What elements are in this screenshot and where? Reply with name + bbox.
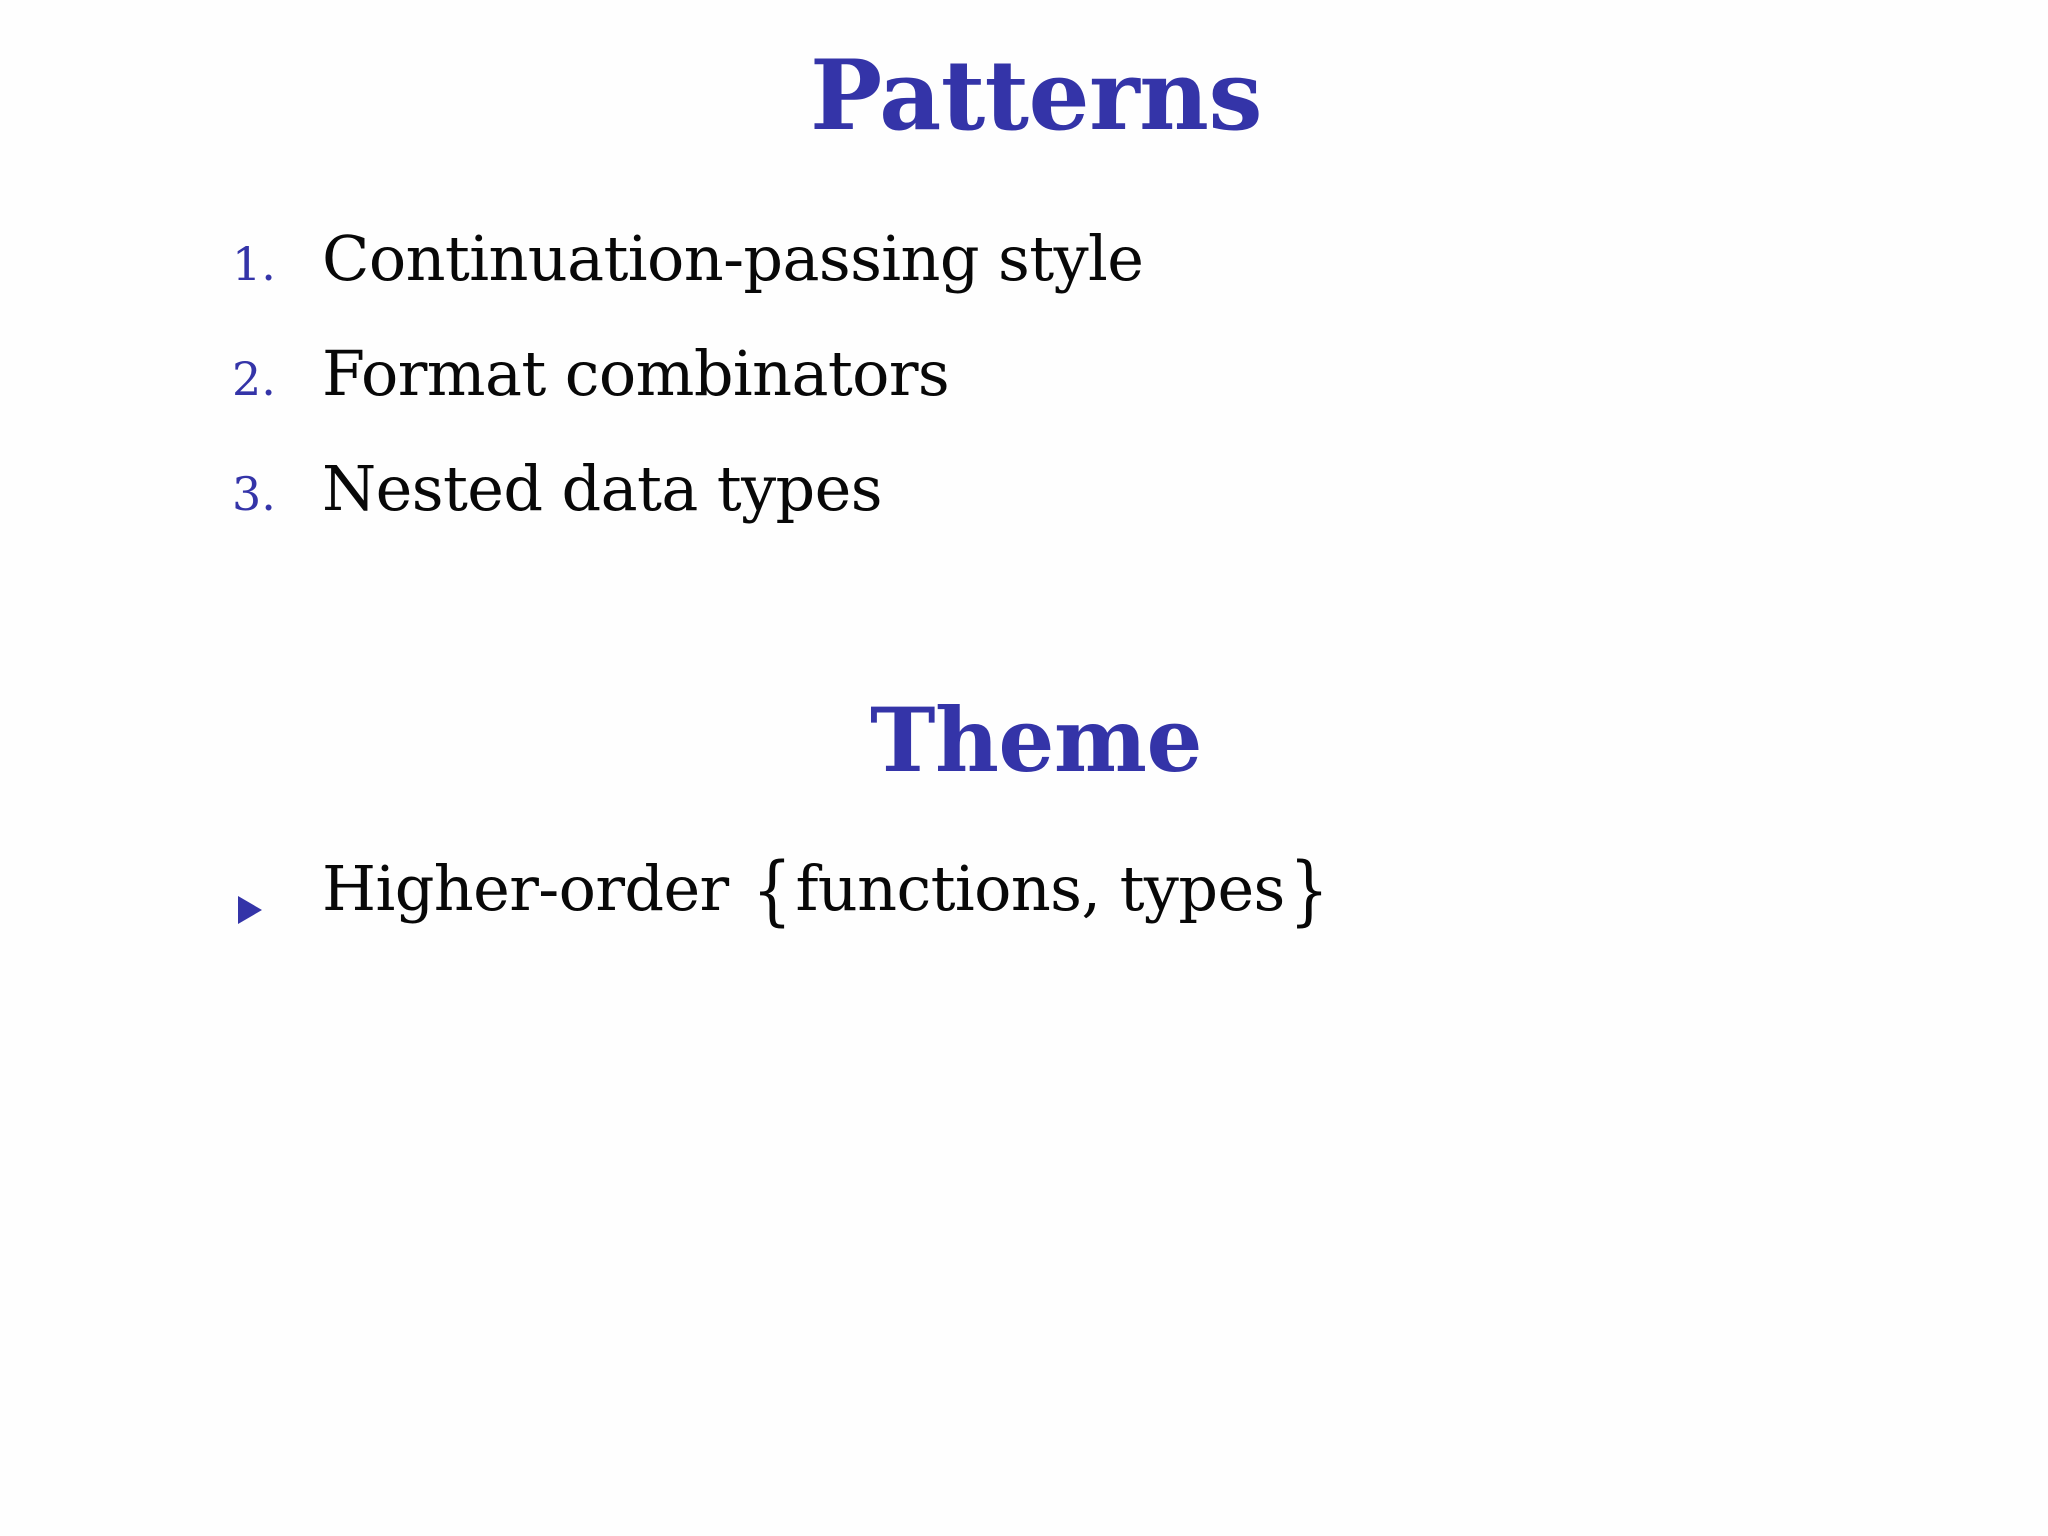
page-title-patterns: Patterns	[810, 39, 1263, 152]
list-item: Higher-order {functions, types}	[232, 845, 1952, 973]
list-item-label: Nested data types	[322, 452, 883, 525]
brace-content: functions, types	[795, 852, 1285, 925]
list-item-text-prefix: Higher-order	[322, 852, 748, 925]
list-item-number: 1.	[232, 237, 276, 291]
list-item: 3. Nested data types	[232, 458, 1952, 573]
list-item: 1. Continuation-passing style	[232, 228, 1952, 343]
list-item-label: Format combinators	[322, 337, 950, 410]
list-item-label: Continuation-passing style	[322, 222, 1144, 295]
patterns-enumerated-list: 1. Continuation-passing style 2. Format …	[232, 228, 1952, 573]
list-item-number: 2.	[232, 352, 276, 406]
theme-bulleted-list: Higher-order {functions, types}	[232, 845, 1952, 973]
list-item-number: 3.	[232, 467, 276, 521]
page-title-theme: Theme	[869, 688, 1203, 792]
list-item-label: Higher-order {functions, types}	[322, 845, 1329, 934]
list-item: 2. Format combinators	[232, 343, 1952, 458]
